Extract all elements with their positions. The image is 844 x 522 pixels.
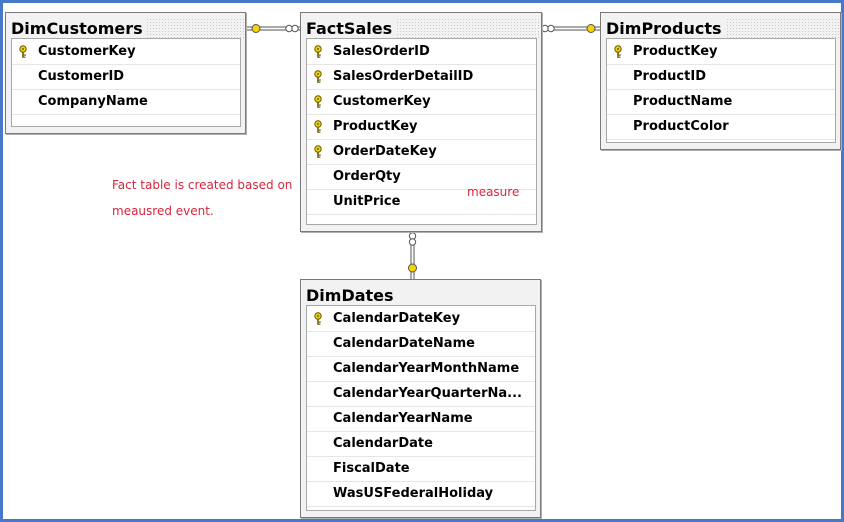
primary-key-icon	[313, 45, 323, 59]
primary-key-icon	[18, 45, 28, 59]
column-row[interactable]: CalendarYearQuarterNa...	[307, 381, 535, 407]
column-row[interactable]: ProductColor	[607, 114, 835, 140]
fact-table-note-line1: Fact table is created based on	[112, 178, 293, 192]
column-name: SalesOrderDetailID	[333, 69, 474, 84]
table-title: DimProducts	[606, 18, 840, 40]
table-factsales[interactable]: FactSales SalesOrderID SalesOrderDetailID…	[300, 12, 542, 232]
column-row[interactable]: FiscalDate	[307, 456, 535, 482]
primary-key-icon	[313, 312, 323, 326]
column-name: CustomerKey	[38, 44, 136, 59]
column-name: CalendarDateKey	[333, 311, 461, 326]
column-name: CustomerKey	[333, 94, 431, 109]
column-name: OrderDateKey	[333, 144, 437, 159]
column-row[interactable]: CompanyName	[12, 89, 240, 115]
infinity-end-icon	[541, 24, 549, 33]
column-name: WasUSFederalHoliday	[333, 486, 494, 501]
column-row[interactable]: SalesOrderID	[307, 39, 536, 65]
column-name: ProductID	[633, 69, 706, 84]
table-title: FactSales	[306, 18, 541, 40]
measure-label: measure	[467, 185, 520, 199]
column-row[interactable]: CalendarYearName	[307, 406, 535, 432]
key-end-icon	[408, 263, 417, 273]
column-name: UnitPrice	[333, 194, 401, 209]
fact-table-note-line2: meausred event.	[112, 204, 214, 218]
key-end-icon	[251, 24, 261, 33]
table-title: DimCustomers	[11, 18, 245, 40]
relationship-factsales-dates[interactable]	[408, 231, 417, 279]
infinity-end-icon	[408, 232, 417, 240]
primary-key-icon	[313, 145, 323, 159]
column-row[interactable]: CustomerKey	[12, 39, 240, 65]
primary-key-icon	[313, 70, 323, 84]
column-row[interactable]: ProductKey	[607, 39, 835, 65]
column-name: ProductName	[633, 94, 733, 109]
column-name: CalendarYearName	[333, 411, 473, 426]
column-name: FiscalDate	[333, 461, 410, 476]
column-name: CalendarYearQuarterNa...	[333, 386, 522, 401]
column-row[interactable]: ProductName	[607, 89, 835, 115]
column-row[interactable]: ProductID	[607, 64, 835, 90]
infinity-end-icon	[285, 24, 293, 33]
column-row[interactable]: CalendarYearMonthName	[307, 356, 535, 382]
primary-key-icon	[313, 95, 323, 109]
column-row[interactable]: OrderDateKey	[307, 139, 536, 165]
column-name: CustomerID	[38, 69, 125, 84]
relationship-factsales-products[interactable]	[541, 24, 601, 33]
column-row[interactable]: SalesOrderDetailID	[307, 64, 536, 90]
primary-key-icon	[313, 120, 323, 134]
column-row[interactable]: OrderQty	[307, 164, 536, 190]
key-end-icon	[586, 24, 596, 33]
column-name: ProductKey	[333, 119, 418, 134]
column-row[interactable]: CalendarDate	[307, 431, 535, 457]
column-row[interactable]: CalendarDateName	[307, 331, 535, 357]
column-row[interactable]: CustomerKey	[307, 89, 536, 115]
column-name: CalendarYearMonthName	[333, 361, 520, 376]
column-name: CalendarDate	[333, 436, 433, 451]
column-row[interactable]: CustomerID	[12, 64, 240, 90]
column-name: ProductKey	[633, 44, 718, 59]
column-row[interactable]: ProductKey	[307, 114, 536, 140]
column-name: SalesOrderID	[333, 44, 430, 59]
primary-key-icon	[613, 45, 623, 59]
column-row[interactable]: UnitPrice	[307, 189, 536, 215]
column-row[interactable]: CalendarDateKey	[307, 306, 535, 332]
column-name: ProductColor	[633, 119, 729, 134]
column-name: OrderQty	[333, 169, 401, 184]
column-row[interactable]: WasUSFederalHoliday	[307, 481, 535, 507]
relationship-customers-factsales[interactable]	[246, 24, 300, 33]
column-name: CompanyName	[38, 94, 148, 109]
column-list: SalesOrderID SalesOrderDetailID CustomerKe…	[306, 38, 537, 225]
column-name: CalendarDateName	[333, 336, 475, 351]
table-title: DimDates	[306, 285, 540, 307]
